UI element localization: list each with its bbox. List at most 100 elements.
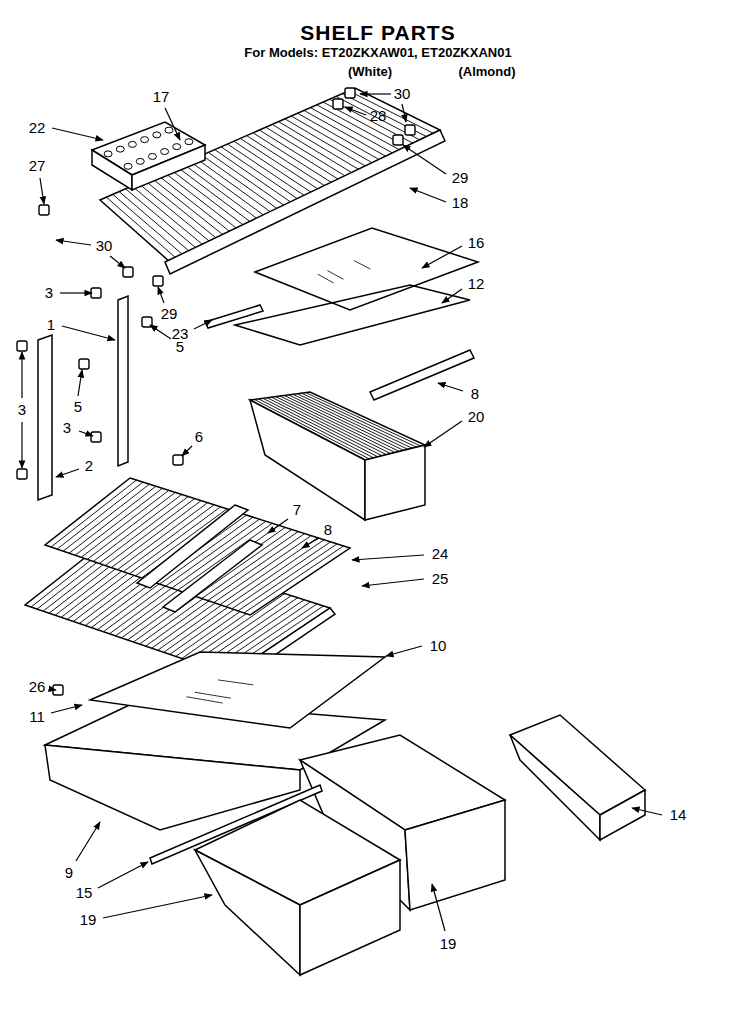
shelf-wire [336,96,420,139]
shelf-wire [259,130,338,180]
callout-number: 24 [432,546,449,563]
part-drawings [17,88,645,975]
shelf-wire [253,133,332,183]
clip-part [17,469,27,479]
part-outline [235,285,470,345]
callout-number: 2 [85,458,93,475]
callout-number: 25 [432,571,449,588]
shelf-wire [298,113,380,160]
callout-number: 11 [29,709,45,726]
model-text: For Models: ET20ZKXAW01, ET20ZKXAN01 [244,46,511,60]
leader-lines [22,94,662,931]
part-outline [163,540,262,612]
shelf-wire [240,138,318,189]
egg-cup [136,158,144,164]
callout-number: 18 [452,195,469,212]
shelf-wire [75,488,162,555]
callout-number: 5 [74,399,82,416]
part-outline [405,800,505,910]
callout-number: 20 [468,409,485,426]
shelf-wire [266,127,346,176]
egg-cup [165,127,173,133]
shelf-wire [342,94,426,137]
egg-cup [148,153,156,159]
callout-number: 29 [161,306,178,323]
egg-cup [116,146,124,152]
glass-glare [218,680,253,685]
shelf-wire [247,136,326,187]
shelf-wire [57,482,143,549]
glass-glare [327,271,343,280]
diagram-title: SHELF PARTS [300,21,455,44]
shelf-wire [234,141,312,193]
clip-part [39,205,49,215]
part-outline [137,505,248,588]
shelf-wire [178,523,273,590]
part-outline [365,445,425,520]
part-outline [510,735,600,840]
callout-number: 8 [471,386,479,403]
model-text: (White) [348,65,392,79]
callout-number: 29 [452,170,469,187]
part-outline [255,228,478,310]
callout-number: 19 [80,912,97,929]
shelf-wire [272,124,352,172]
part-outline [118,296,128,466]
callout-number: 22 [29,120,46,137]
callout-number: 8 [324,522,332,539]
callout-number: 7 [293,502,301,519]
callout-number: 27 [29,158,46,175]
callout-number: 30 [394,86,411,103]
part-outline [195,850,300,975]
callout-number: 30 [96,238,113,255]
clip-part [393,135,403,145]
egg-cup [185,139,193,145]
clip-part [173,455,183,465]
egg-cup [124,163,132,169]
egg-cup [161,149,169,155]
egg-cup [104,151,112,157]
shelf-wire [349,91,434,134]
part-outline [38,335,52,500]
callout-number: 3 [45,285,53,302]
callout-number: 6 [195,429,203,446]
part-outline [370,350,474,400]
shelf-wire [221,147,298,200]
shelf-wire [244,546,344,613]
shelf-wire [310,108,392,154]
shelf-wire [279,122,360,170]
callout-number: 19 [440,936,457,953]
clip-part [153,276,163,286]
part-outline [250,400,365,520]
shelf-wire [81,490,169,557]
callout-number: 17 [153,89,170,106]
egg-cup [173,144,181,150]
shelf-wire [69,486,156,553]
clip-part [91,432,101,442]
glass-glare [354,261,370,270]
shelf-wire [291,116,372,163]
callout-number: 1 [47,317,55,334]
callout-number: 9 [65,865,73,882]
clip-part [91,288,101,298]
egg-cup [141,137,149,143]
egg-cup [153,132,161,138]
callout-number: 3 [63,420,71,437]
part-outline [132,145,205,190]
callout-number: 26 [29,679,46,696]
callout-number: 28 [370,108,387,125]
callout-number: 10 [430,638,447,655]
clip-part [333,99,343,109]
clip-part [345,88,355,98]
part-outline [90,652,385,728]
clip-part [17,341,27,351]
shelf-wire [228,144,306,196]
part-outline [600,790,645,840]
model-text: (Almond) [458,65,515,79]
glass-glare [195,692,231,698]
shelf-wire [51,480,136,547]
part-outline [45,478,350,615]
shelf-wire [238,544,337,611]
